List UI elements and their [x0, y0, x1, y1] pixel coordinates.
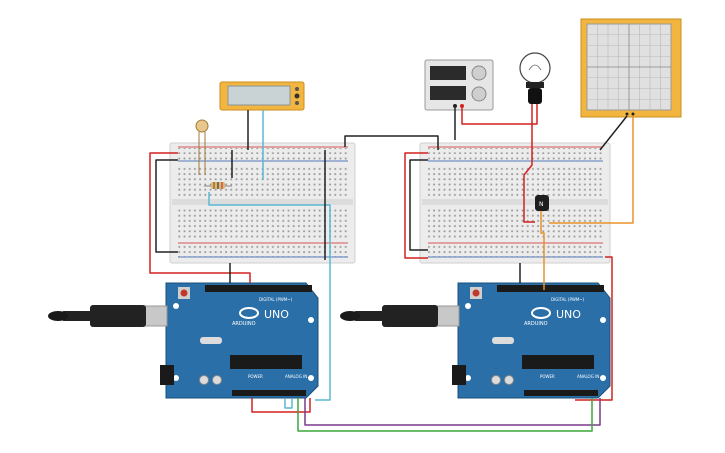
power-header-right: POWER	[540, 374, 555, 379]
lcd-display	[219, 81, 305, 111]
light-bulb	[519, 52, 551, 104]
arduino-left: UNO ARDUINO DIGITAL (PWM~) POWER ANALOG …	[160, 282, 319, 399]
digital-header-right: DIGITAL (PWM~)	[551, 297, 585, 302]
transistor: N	[535, 195, 549, 211]
arduino-brand-right: ARDUINO	[524, 321, 548, 327]
power-header-left: POWER	[248, 374, 263, 379]
usb-cable-right	[340, 305, 460, 327]
power-supply	[424, 59, 494, 111]
resistor	[204, 182, 232, 189]
wiring	[149, 104, 634, 432]
breadboard-right	[419, 142, 611, 264]
uno-logo-left: UNO	[264, 308, 289, 321]
uno-logo-right: UNO	[556, 308, 581, 321]
arduino-brand-left: ARDUINO	[232, 321, 256, 327]
usb-cable-left	[48, 305, 168, 327]
oscilloscope	[580, 18, 682, 118]
digital-header-left: DIGITAL (PWM~)	[259, 297, 293, 302]
photoresistor	[195, 119, 209, 175]
analog-header-left: ANALOG IN	[285, 374, 307, 379]
analog-header-right: ANALOG IN	[577, 374, 599, 379]
arduino-right: UNO ARDUINO DIGITAL (PWM~) POWER ANALOG …	[452, 282, 611, 399]
svg-text:N: N	[539, 201, 544, 208]
